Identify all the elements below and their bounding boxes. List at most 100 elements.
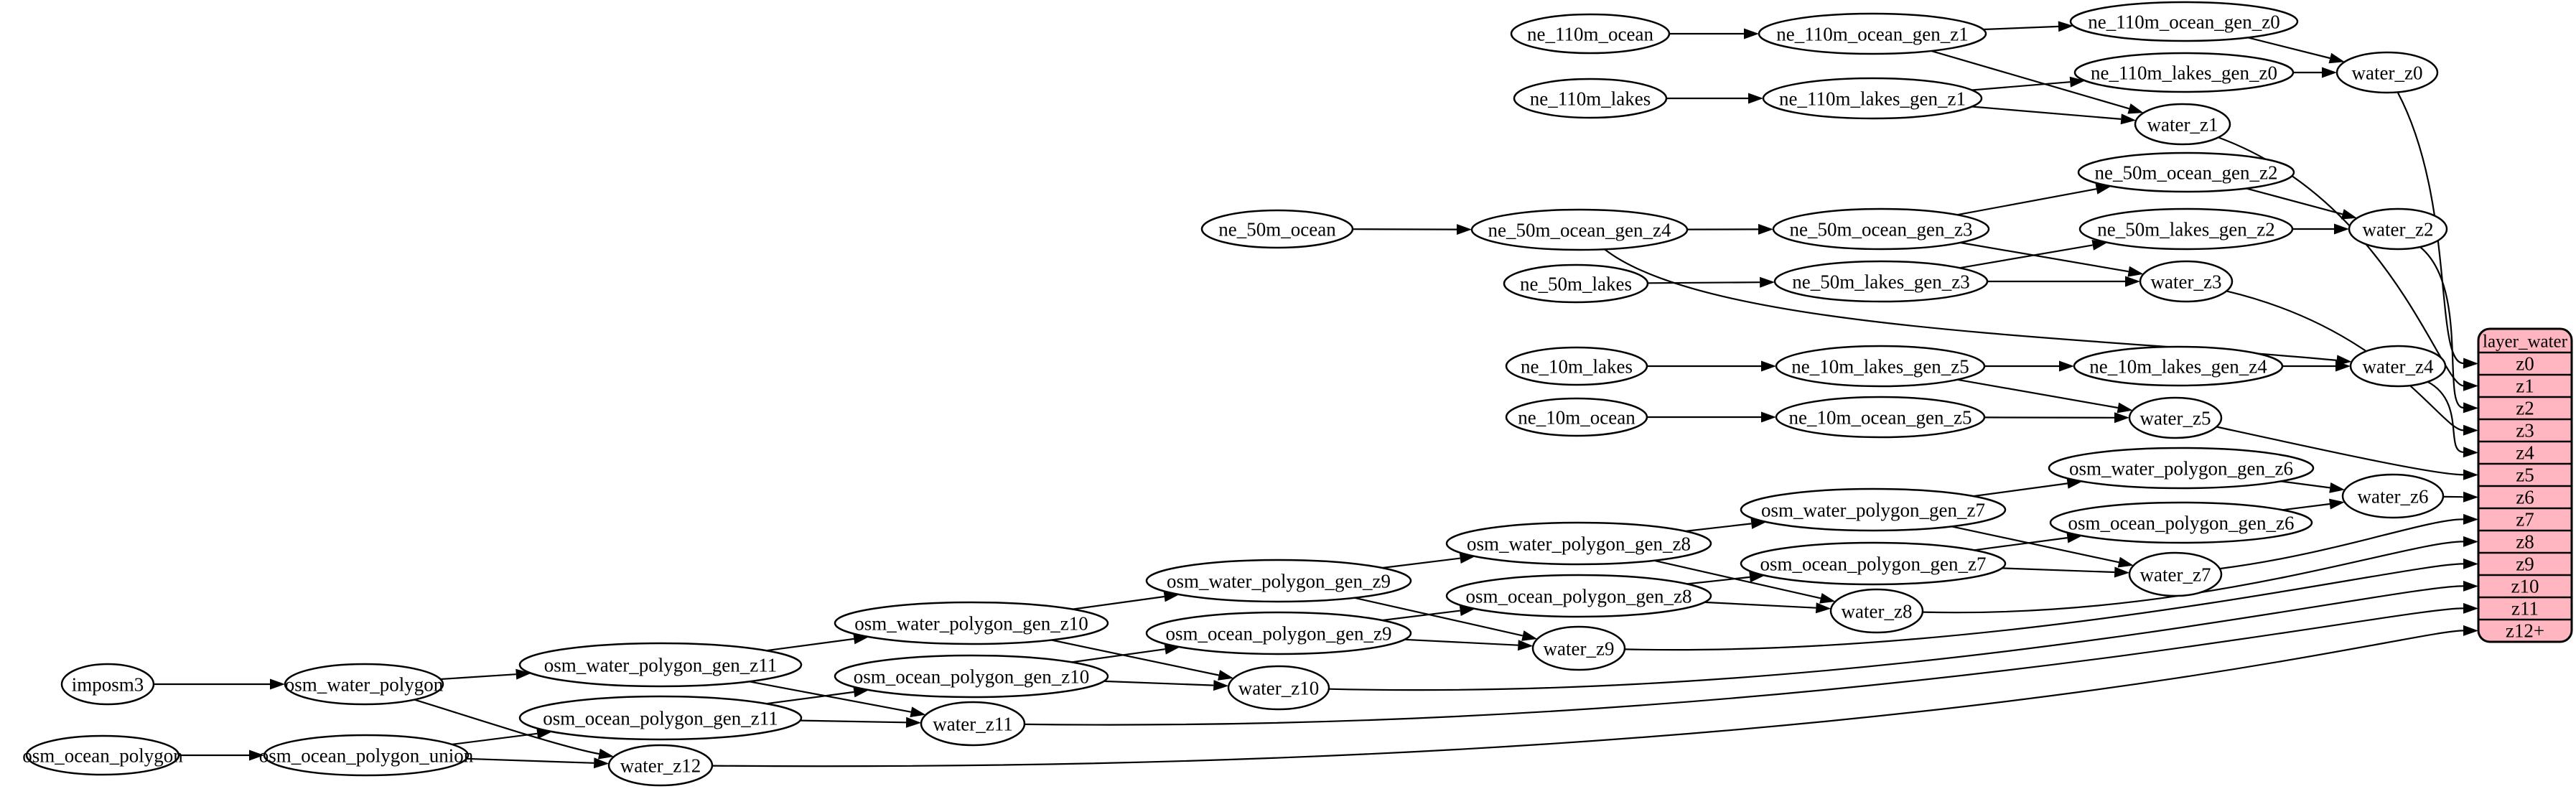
node-ellipse	[2139, 260, 2234, 303]
graph-edge	[749, 681, 912, 713]
node-label: water_z7	[2140, 564, 2211, 586]
arrowhead-icon	[2328, 52, 2345, 64]
graph-node-osm_ocean_polygon_union: osm_ocean_polygon_union	[259, 734, 474, 777]
arrowhead-icon	[2463, 380, 2478, 391]
table-row: z11	[2511, 598, 2539, 620]
arrowhead-icon	[2463, 491, 2478, 503]
graph-edge	[466, 757, 594, 764]
arrowhead-icon	[910, 706, 926, 718]
node-ellipse	[2128, 396, 2223, 439]
node-ellipse	[1510, 13, 1671, 55]
node-ellipse	[1513, 78, 1668, 119]
graph-node-osm_ocean_polygon_gen_z10: osm_ocean_polygon_gen_z10	[834, 654, 1109, 699]
node-ellipse	[518, 695, 803, 741]
graph-node-water_z8: water_z8	[1829, 588, 1924, 634]
graph-node-osm_water_polygon_gen_z9: osm_water_polygon_gen_z9	[1145, 559, 1412, 603]
graph-edge	[1051, 639, 1219, 676]
graph-node-osm_water_polygon_gen_z11: osm_water_polygon_gen_z11	[518, 642, 803, 688]
table-row: z7	[2516, 509, 2534, 531]
graph-edge	[452, 732, 538, 745]
graph-edge	[766, 638, 854, 652]
graph-node-water_z6: water_z6	[2341, 473, 2445, 519]
arrowhead-icon	[2322, 67, 2337, 78]
arrowhead-icon	[1213, 680, 1229, 691]
node-label: osm_ocean_polygon_gen_z8	[1466, 586, 1692, 607]
arrowhead-icon	[2114, 412, 2129, 424]
table-row: z8	[2516, 531, 2534, 553]
arrowhead-icon	[1521, 630, 1538, 641]
arrowhead-icon	[515, 668, 531, 680]
arrowhead-icon	[2335, 360, 2351, 372]
graph-edge	[440, 673, 516, 681]
node-ellipse	[2073, 52, 2295, 93]
table-row: z12+	[2506, 620, 2544, 642]
graph-node-osm_ocean_polygon_gen_z11: osm_ocean_polygon_gen_z11	[518, 695, 803, 741]
arrowhead-icon	[270, 678, 285, 690]
graph-edge	[2419, 246, 2464, 408]
node-ellipse	[1470, 208, 1689, 251]
node-ellipse	[2049, 501, 2313, 544]
graph-node-ne_110m_ocean: ne_110m_ocean	[1510, 13, 1671, 55]
graph-edge	[711, 630, 2464, 767]
graph-node-water_z1: water_z1	[2134, 103, 2231, 146]
node-ellipse	[284, 663, 444, 706]
arrowhead-icon	[594, 757, 610, 769]
arrowhead-icon	[2069, 76, 2086, 88]
graph-node-ne_10m_ocean: ne_10m_ocean	[1505, 397, 1648, 437]
graph-edge	[1354, 597, 1523, 637]
graph-node-osm_water_polygon_gen_z6: osm_water_polygon_gen_z6	[2048, 447, 2315, 490]
graph-node-osm_water_polygon_gen_z10: osm_water_polygon_gen_z10	[834, 601, 1109, 645]
node-label: water_z5	[2140, 408, 2211, 429]
graph-node-water_z11: water_z11	[920, 701, 1026, 747]
node-label: osm_water_polygon_gen_z11	[544, 655, 777, 676]
arrowhead-icon	[2058, 21, 2073, 32]
graph-node-ne_110m_lakes_gen_z1: ne_110m_lakes_gen_z1	[1762, 77, 1983, 120]
arrowhead-icon	[2463, 580, 2478, 592]
node-ellipse	[2335, 51, 2439, 94]
arrowhead-icon	[249, 750, 264, 761]
node-ellipse	[1775, 345, 1986, 388]
node-label: water_z10	[1238, 678, 1319, 699]
node-ellipse	[834, 601, 1109, 645]
graph-node-water_z9: water_z9	[1531, 625, 1626, 671]
graph-node-ne_50m_lakes: ne_50m_lakes	[1503, 263, 1649, 304]
graph-edge	[1931, 50, 2129, 110]
node-label: ne_50m_lakes_gen_z2	[2097, 219, 2274, 241]
node-ellipse	[1758, 12, 1987, 55]
arrowhead-icon	[2127, 103, 2144, 114]
table-row: z5	[2516, 464, 2534, 486]
arrowhead-icon	[2125, 276, 2140, 287]
graph-node-water_z3: water_z3	[2139, 260, 2234, 303]
graph-edge	[1103, 680, 1214, 686]
arrowhead-icon	[2463, 402, 2478, 414]
node-label: ne_50m_lakes_gen_z3	[1792, 271, 1969, 293]
graph-node-ne_110m_ocean_gen_z0: ne_110m_ocean_gen_z0	[2069, 1, 2299, 42]
graph-edge	[2219, 518, 2464, 570]
node-ellipse	[1531, 625, 1626, 671]
node-label: water_z6	[2358, 486, 2429, 508]
node-ellipse	[1829, 588, 1924, 634]
graph-node-ne_110m_lakes_gen_z0: ne_110m_lakes_gen_z0	[2073, 52, 2295, 93]
graph-edge	[1974, 537, 2068, 551]
node-label: osm_ocean_polygon_union	[259, 745, 474, 767]
graph-node-ne_10m_lakes_gen_z5: ne_10m_lakes_gen_z5	[1775, 345, 1986, 388]
arrowhead-icon	[2463, 424, 2478, 436]
graph-edge	[2282, 503, 2330, 511]
node-ellipse	[1505, 397, 1648, 437]
node-label: water_z4	[2363, 356, 2434, 378]
arrowhead-icon	[1218, 670, 1234, 681]
arrowhead-icon	[1819, 593, 1836, 604]
node-label: osm_water_polygon_gen_z7	[1761, 500, 1985, 521]
graph-edge	[1072, 595, 1165, 610]
table-row: z6	[2516, 487, 2534, 508]
graph-node-water_z4: water_z4	[2349, 345, 2447, 388]
node-ellipse	[834, 654, 1109, 699]
graph-node-ne_10m_lakes: ne_10m_lakes	[1505, 346, 1648, 386]
graph-node-water_z7: water_z7	[2128, 551, 2223, 597]
graph-edge	[800, 719, 907, 724]
node-label: ne_50m_ocean	[1218, 219, 1336, 241]
arrowhead-icon	[2117, 556, 2134, 568]
node-ellipse	[2048, 447, 2315, 490]
node-ellipse	[2069, 1, 2299, 42]
